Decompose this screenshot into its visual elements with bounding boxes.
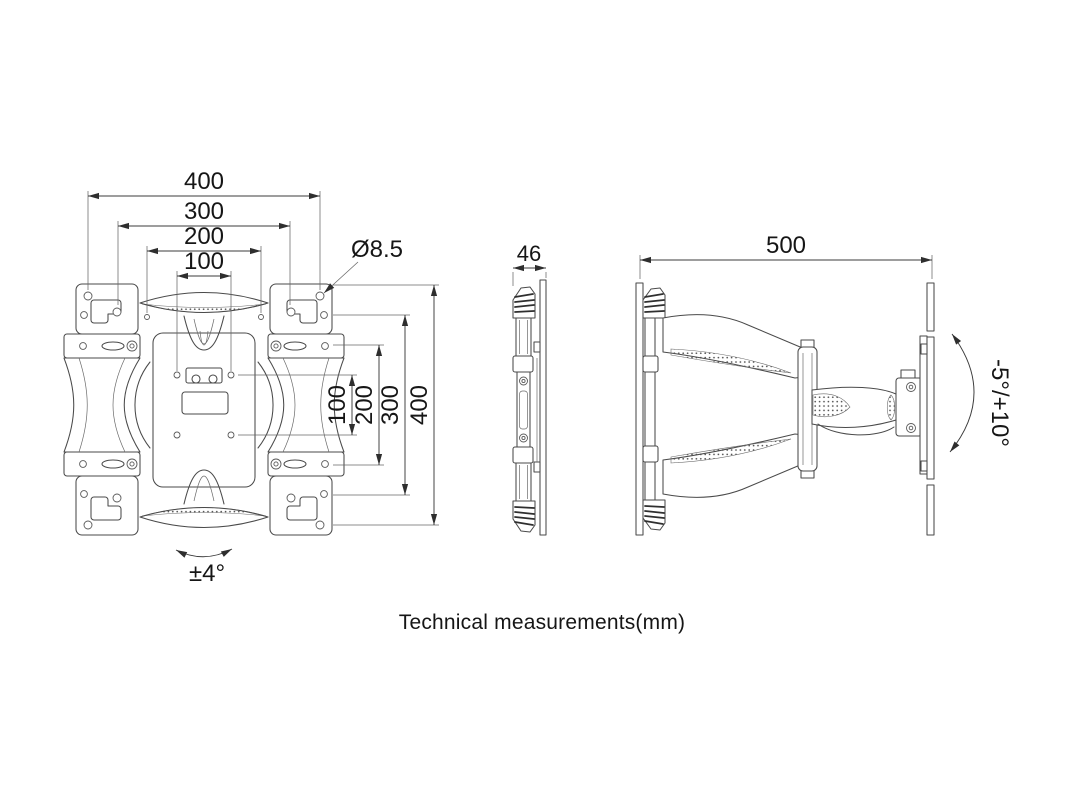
dim-label-height-100: 100 bbox=[324, 385, 351, 425]
dim-label-depth-46: 46 bbox=[517, 241, 541, 266]
tilt-angle-label: -5°/+10° bbox=[986, 359, 1013, 447]
side-view-drawing: 46 bbox=[512, 241, 547, 536]
dim-label-height-200: 200 bbox=[351, 385, 378, 425]
extended-tv-plate-profile bbox=[635, 282, 666, 536]
front-view-drawing: 400 300 200 100 100 200 bbox=[63, 168, 439, 587]
dim-label-height-400: 400 bbox=[406, 385, 433, 425]
dim-label-width-300: 300 bbox=[184, 198, 224, 225]
arm-cover-bottom bbox=[139, 469, 269, 529]
hole-diameter-callout: Ø8.5 bbox=[323, 236, 403, 294]
wall-arm-and-bracket bbox=[811, 335, 928, 475]
dim-label-width-200: 200 bbox=[184, 223, 224, 250]
dim-width-200: 200 bbox=[146, 223, 262, 313]
dim-height-200: 200 bbox=[333, 344, 384, 466]
dim-width-400: 400 bbox=[87, 168, 321, 290]
central-plate bbox=[134, 314, 274, 488]
dim-label-height-300: 300 bbox=[377, 385, 404, 425]
mount-bands bbox=[63, 333, 345, 477]
arm-cover-top bbox=[139, 291, 269, 351]
wall-plate-profile bbox=[539, 279, 547, 536]
tilt-angle-callout: -5°/+10° bbox=[949, 333, 1013, 453]
dim-height-300: 300 bbox=[333, 314, 410, 496]
dim-height-100: 100 bbox=[238, 374, 357, 436]
swivel-angle-callout: ±4° bbox=[175, 548, 233, 587]
dim-width-300: 300 bbox=[117, 198, 291, 305]
dim-height-400: 400 bbox=[333, 284, 439, 526]
side-rails bbox=[63, 357, 345, 453]
dim-width-100: 100 bbox=[176, 248, 232, 371]
hole-diameter-label: Ø8.5 bbox=[351, 236, 403, 263]
swivel-angle-label: ±4° bbox=[189, 560, 225, 587]
lower-arm bbox=[662, 433, 813, 498]
dim-label-extension-500: 500 bbox=[766, 232, 806, 259]
dim-extension-500: 500 bbox=[639, 232, 933, 279]
extended-wall-plate-profile bbox=[920, 282, 935, 536]
dim-label-width-400: 400 bbox=[184, 168, 224, 195]
caption-text: Technical measurements(mm) bbox=[399, 611, 685, 634]
extended-view-drawing: 500 -5°/+10° bbox=[635, 232, 1013, 536]
dim-label-width-100: 100 bbox=[184, 248, 224, 275]
upper-arm bbox=[662, 314, 813, 379]
dim-depth-46: 46 bbox=[512, 241, 547, 286]
corner-plates bbox=[75, 283, 333, 536]
tv-plate-profile bbox=[512, 286, 536, 533]
